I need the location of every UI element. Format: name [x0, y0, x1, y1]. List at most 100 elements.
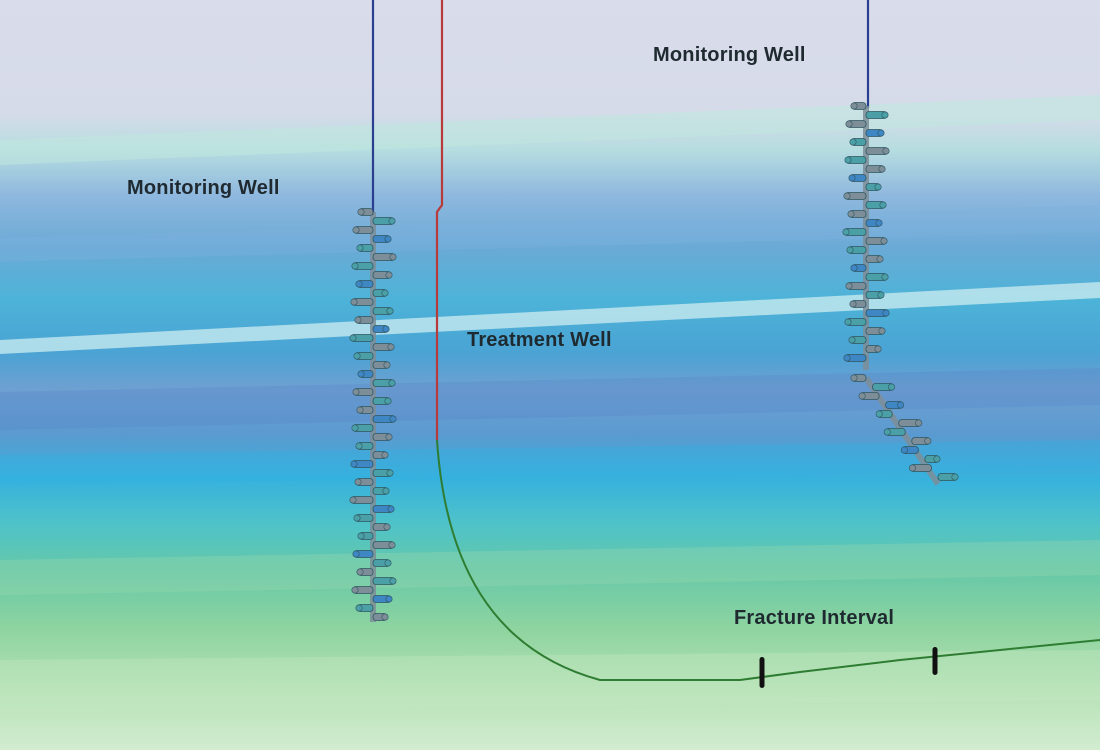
- sensor-node: [878, 165, 886, 173]
- sensor-node: [877, 291, 885, 299]
- sensor-node: [850, 102, 858, 110]
- treatment-well-lateral: [436, 439, 1100, 681]
- sensor-node: [354, 478, 362, 486]
- stratum-band: [0, 205, 1100, 262]
- sensor-node: [843, 354, 851, 362]
- monitoring-well-left-sensor-array: [349, 208, 397, 622]
- sensor-node: [352, 226, 360, 234]
- sensor-node: [843, 192, 851, 200]
- sensor-node: [882, 147, 890, 155]
- stratum-band: [0, 540, 1100, 595]
- sensor-node: [353, 514, 361, 522]
- sensor-node: [900, 446, 908, 454]
- sensor-node: [897, 401, 905, 409]
- sensor-node: [352, 388, 360, 396]
- sensor-node: [356, 244, 364, 252]
- sensor-node: [858, 392, 866, 400]
- sensor-node: [842, 228, 850, 236]
- sensor-node: [848, 174, 856, 182]
- sensor-node: [908, 464, 916, 472]
- sensor-node: [877, 129, 885, 137]
- sensor-node: [888, 383, 896, 391]
- sensor-node: [883, 428, 891, 436]
- sensor-node: [381, 451, 389, 459]
- sensor-node: [355, 280, 363, 288]
- sensor-node: [384, 397, 392, 405]
- sensor-node: [356, 568, 364, 576]
- stratum-band: [0, 95, 1100, 165]
- sensor-node: [350, 298, 358, 306]
- sensor-node: [351, 586, 359, 594]
- sensor-node: [349, 334, 357, 342]
- sensor-node: [844, 318, 852, 326]
- treatment-well-vertical: [435, 0, 444, 440]
- sensor-node: [875, 410, 883, 418]
- sensor-node: [384, 235, 392, 243]
- sensor-node: [352, 550, 360, 558]
- sensor-node: [387, 343, 395, 351]
- sensor-node: [386, 469, 394, 477]
- sensor-node: [389, 577, 397, 585]
- sensor-node: [845, 282, 853, 290]
- stratum-band: [0, 368, 1100, 430]
- sensor-node: [353, 352, 361, 360]
- sensor-node: [383, 361, 391, 369]
- sensor-node: [951, 473, 959, 481]
- sensor-node: [388, 541, 396, 549]
- sensor-node: [382, 487, 390, 495]
- treatment-well-label: Treatment Well: [467, 329, 612, 351]
- sensor-node: [881, 111, 889, 119]
- sensor-node: [355, 604, 363, 612]
- fracture-stage-marker-start: [759, 657, 765, 688]
- fracture-stage-marker-end: [932, 647, 938, 675]
- sensor-node: [924, 437, 932, 445]
- sensor-node: [381, 613, 389, 621]
- stratum-band: [0, 650, 1100, 712]
- fracture-interval-label: Fracture Interval: [734, 607, 895, 629]
- sensor-node: [882, 309, 890, 317]
- sensor-node: [387, 505, 395, 513]
- sensor-node: [879, 201, 887, 209]
- sensor-node: [354, 316, 362, 324]
- sensor-node: [350, 460, 358, 468]
- sensor-node: [356, 406, 364, 414]
- sensor-node: [915, 419, 923, 427]
- sensor-node: [848, 336, 856, 344]
- sensor-node: [388, 379, 396, 387]
- sensor-node: [357, 370, 365, 378]
- sensor-node: [382, 325, 390, 333]
- sensor-node: [388, 217, 396, 225]
- sensor-node: [846, 246, 854, 254]
- sensor-node: [384, 559, 392, 567]
- sensor-node: [881, 273, 889, 281]
- monitoring-well-left-label: Monitoring Well: [127, 177, 280, 199]
- monitoring-well-right-label: Monitoring Well: [653, 44, 806, 66]
- sensor-node: [933, 455, 941, 463]
- sensor-node: [351, 424, 359, 432]
- sensor-node: [849, 138, 857, 146]
- stratum-band: [0, 440, 1100, 485]
- sensor-node: [385, 433, 393, 441]
- monitoring-well-right-sensor-array: [842, 102, 959, 486]
- sensor-node: [849, 300, 857, 308]
- sensor-node: [850, 264, 858, 272]
- sensor-node: [383, 523, 391, 531]
- sensor-node: [874, 183, 882, 191]
- sensor-node: [385, 271, 393, 279]
- sensor-node: [349, 496, 357, 504]
- sensor-node: [880, 237, 888, 245]
- sensor-node: [357, 532, 365, 540]
- sensor-node: [386, 307, 394, 315]
- sensor-node: [355, 442, 363, 450]
- sensor-node: [351, 262, 359, 270]
- sensor-node: [389, 253, 397, 261]
- sensor-node: [847, 210, 855, 218]
- sensor-node: [381, 289, 389, 297]
- sensor-node: [357, 208, 365, 216]
- sensor-node: [389, 415, 397, 423]
- sensor-node: [385, 595, 393, 603]
- sensor-node: [874, 345, 882, 353]
- sensor-node: [875, 219, 883, 227]
